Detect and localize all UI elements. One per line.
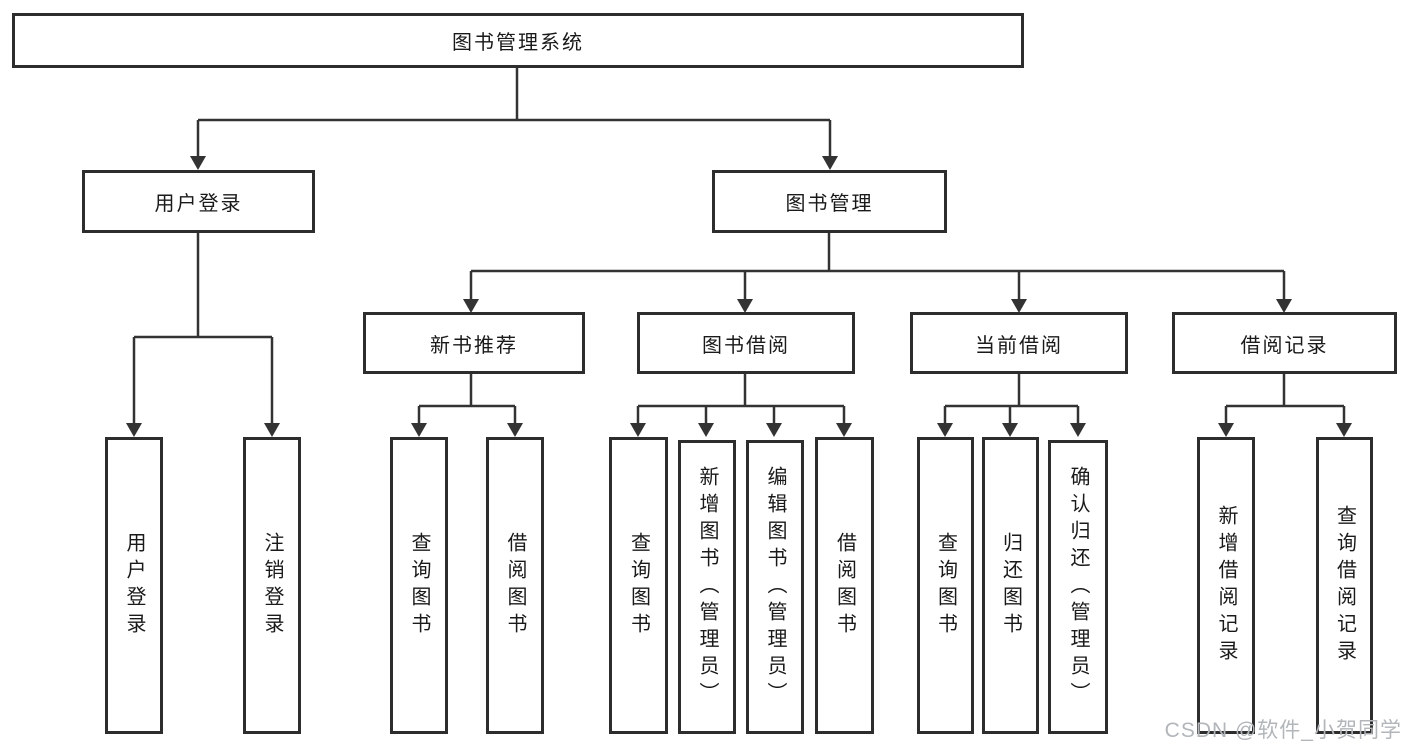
node-root-label: 图书管理系统 (452, 32, 584, 54)
leaf-confirm-return-admin: 确认归还（管理员） (1048, 440, 1108, 734)
node-current-borrow: 当前借阅 (910, 312, 1128, 374)
node-borrow-records-label: 借阅记录 (1240, 334, 1329, 357)
leaf-borrow-books-recommend-label: 借阅图书 (504, 531, 526, 640)
leaf-edit-book-admin: 编辑图书（管理员） (746, 440, 804, 734)
leaf-add-book-admin: 新增图书（管理员） (678, 440, 736, 734)
node-book-borrow-label: 图书借阅 (702, 334, 790, 357)
csdn-watermark: CSDN @软件_小贺同学 (1164, 719, 1402, 742)
leaf-user-login-label: 用户登录 (123, 531, 145, 640)
node-new-book-recommend-label: 新书推荐 (430, 334, 518, 357)
leaf-query-books-current-label: 查询图书 (934, 531, 957, 640)
leaf-borrow-books-borrow-label: 借阅图书 (833, 531, 856, 640)
node-book-management: 图书管理 (712, 170, 947, 233)
leaf-return-book: 归还图书 (982, 437, 1039, 734)
node-book-management-label: 图书管理 (785, 193, 874, 215)
node-user-login: 用户登录 (82, 170, 315, 233)
leaf-logout-login-label: 注销登录 (261, 531, 283, 640)
leaf-query-books-recommend-label: 查询图书 (408, 531, 430, 640)
leaf-add-borrow-record: 新增借阅记录 (1197, 437, 1255, 734)
leaf-logout-login: 注销登录 (243, 437, 301, 734)
leaf-confirm-return-admin-label: 确认归还（管理员） (1067, 465, 1089, 709)
node-current-borrow-label: 当前借阅 (975, 334, 1063, 357)
leaf-user-login: 用户登录 (105, 437, 163, 734)
node-borrow-records: 借阅记录 (1172, 312, 1397, 374)
node-user-login-label: 用户登录 (154, 193, 243, 215)
leaf-query-books-borrow: 查询图书 (609, 437, 668, 734)
leaf-borrow-books-borrow: 借阅图书 (815, 437, 874, 734)
leaf-return-book-label: 归还图书 (999, 531, 1022, 640)
node-book-borrow: 图书借阅 (637, 312, 855, 374)
leaf-query-books-recommend: 查询图书 (390, 437, 448, 734)
leaf-query-books-current: 查询图书 (917, 437, 974, 734)
leaf-add-borrow-record-label: 新增借阅记录 (1215, 504, 1237, 667)
node-new-book-recommend: 新书推荐 (363, 312, 585, 374)
leaf-add-book-admin-label: 新增图书（管理员） (696, 465, 718, 709)
leaf-edit-book-admin-label: 编辑图书（管理员） (764, 465, 786, 709)
leaf-query-borrow-record-label: 查询借阅记录 (1333, 504, 1356, 667)
leaf-borrow-books-recommend: 借阅图书 (486, 437, 544, 734)
leaf-query-books-borrow-label: 查询图书 (627, 531, 650, 640)
node-root: 图书管理系统 (12, 13, 1024, 68)
leaf-query-borrow-record: 查询借阅记录 (1316, 437, 1373, 734)
